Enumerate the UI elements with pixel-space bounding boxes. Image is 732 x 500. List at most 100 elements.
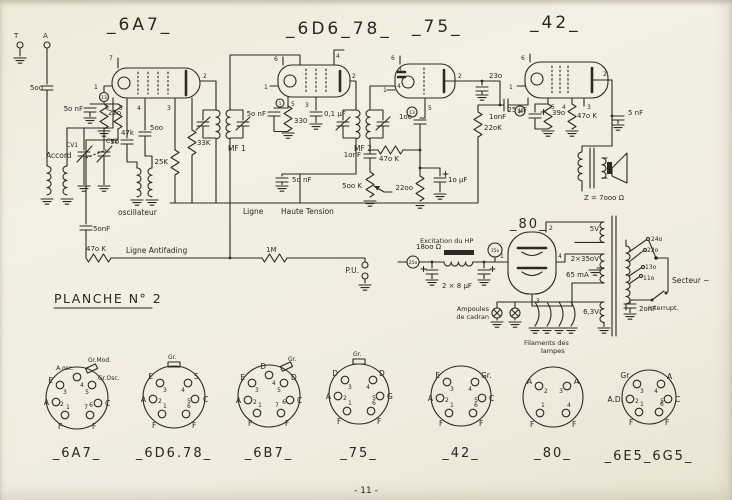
- socket-pin-label: E: [148, 372, 153, 381]
- socket-pin-num: 6: [372, 400, 376, 407]
- value-6d6-screen-cap: 0,1 µF: [324, 110, 346, 118]
- speaker-section: Z = 7ooo Ω: [577, 147, 628, 202]
- value-choke: 18oo Ω: [416, 243, 442, 251]
- socket-pin-num: 3: [559, 388, 563, 395]
- page-number: - 11 -: [354, 486, 378, 496]
- rectifier-section: 25o 35o _80_ 2 1 4 3 Excitation du HP 18…: [397, 217, 605, 307]
- value-tap-130: 13o: [645, 264, 657, 271]
- socket-pin-label: A: [44, 398, 50, 407]
- socket-6b7: Gr. 4 D 3 E 5 D 2 A 6 C 1 F 7 F _6B7_: [236, 356, 302, 461]
- value-42-bias-cap: 25 µF: [507, 106, 527, 114]
- tube-6d6-title: _6D6_78_: [285, 19, 392, 39]
- socket-pin-label: F: [665, 418, 669, 427]
- socket-pin-num: 4: [181, 387, 185, 394]
- value-det-res: 47o K: [379, 155, 399, 163]
- socket-pin-num: 4: [468, 386, 472, 393]
- pin-6a7: 3: [167, 105, 171, 112]
- heater-section: Ampoules de cadran Filaments des lampes: [456, 301, 578, 355]
- ht-line-section: Ligne Haute Tension 5o nF: [169, 173, 479, 216]
- value-tap-220: 22o: [647, 247, 659, 254]
- tube-75-title: _75_: [411, 17, 463, 37]
- label-interrupteur: Interrupt.: [648, 304, 679, 312]
- socket-title: _6D6.78_: [135, 446, 212, 461]
- socket-pin-label: A.osc.: [56, 365, 74, 372]
- tube-6a7-title: _6A7_: [106, 15, 172, 35]
- label-ligne-ht1: Ligne: [243, 207, 264, 216]
- socket-pin-label: A: [428, 394, 434, 403]
- socket-pin-num: 1: [450, 402, 454, 409]
- value-line-cap: 2onF: [639, 305, 656, 313]
- socket-pin-label: F: [92, 422, 96, 431]
- socket-pin-num: 5: [474, 397, 478, 404]
- socket-pin-num: 4: [567, 402, 571, 409]
- socket-pin-label: C: [489, 394, 494, 403]
- socket-pin-num: 4: [366, 384, 370, 391]
- pin-42: 1: [509, 84, 513, 91]
- socket-pin-num: 5: [660, 398, 664, 405]
- socket-pin-label: A: [236, 396, 242, 405]
- socket-pin-num: 1: [258, 402, 262, 409]
- pin-42: 4: [562, 104, 566, 111]
- value-winding-63v: 6,3V: [583, 308, 599, 316]
- terminal-a-label: A: [43, 32, 48, 40]
- socket-6a7: Gr.Mod. 4 A.osc. 3 E 5 Gr.Osc. 2 A 6 C 1…: [44, 357, 120, 461]
- socket-pin-label: G: [387, 392, 393, 401]
- socket-title: _6B7_: [244, 446, 293, 461]
- label-ligne-antifading: Ligne Antifading: [126, 246, 188, 255]
- label-secteur: Secteur ~: [672, 276, 710, 285]
- pin-75: 3: [398, 67, 402, 74]
- value-cv2: CV2: [106, 138, 118, 145]
- pin-75: 4: [397, 83, 401, 90]
- socket-pin-label: D: [332, 369, 338, 378]
- socket-title: _80_: [533, 446, 572, 461]
- socket-pin-label: E: [48, 376, 53, 385]
- socket-42: 4 Gr. 3 E 2 A 5 C 1 F 6 F _42_: [428, 365, 494, 461]
- pin-42: 2: [603, 71, 607, 78]
- pin-6a7: 2: [203, 73, 207, 80]
- socket-cap-label: Gr.: [168, 354, 177, 361]
- socket-pin-label: A.D.: [607, 395, 623, 404]
- socket-title: _75_: [339, 446, 378, 461]
- socket-pin-label: F: [629, 418, 633, 427]
- mf1-transformer: MF 1: [195, 54, 301, 259]
- coupling-section: 16 23o 1onF 22oK: [473, 72, 529, 204]
- tube-6a7: 13 _6A7_ 7 1 6 5 4 3 2 5o nF 22o 47k: [64, 15, 217, 259]
- pin-6d6: 6: [274, 56, 278, 63]
- socket-pin-label: F: [152, 421, 156, 430]
- value-42-grid-res: 22oK: [484, 124, 502, 132]
- socket-pin-num: 2: [158, 398, 162, 405]
- socket-pin-num: 2: [544, 388, 548, 395]
- label-ligne-ht2: Haute Tension: [281, 207, 334, 216]
- voltage-42: 16: [517, 109, 523, 115]
- label-ampoules-2: de cadran: [456, 313, 489, 321]
- socket-pin-num: 5: [85, 389, 89, 396]
- value-pu-res: 1M: [266, 246, 277, 254]
- socket-pin-label: F: [337, 417, 341, 426]
- socket-pin-num: 6: [282, 399, 286, 406]
- socket-pin-num: 6: [660, 401, 664, 408]
- socket-pin-label: D: [260, 362, 266, 371]
- pin-80: 1: [500, 253, 504, 260]
- label-accord: Accord: [46, 151, 72, 160]
- socket-pin-label: F: [377, 417, 381, 426]
- socket-pin-num: 6: [187, 403, 191, 410]
- pin-42: 5: [551, 104, 555, 111]
- socket-75: Gr. 4 D 3 D 2 A 5 G 1 F 6 F _75_: [326, 351, 393, 461]
- socket-pin-label: A: [667, 372, 673, 381]
- terminal-pu-label: P.U.: [345, 266, 359, 275]
- label-excitation-hp: Excitation du HP: [420, 237, 473, 245]
- value-6d6-res: 330: [294, 117, 307, 125]
- socket-pin-label: C: [203, 395, 208, 404]
- socket-pin-label: Gr.: [481, 371, 492, 380]
- voltage-350: 35o: [491, 248, 500, 254]
- value-avc-cap: 5onF: [93, 225, 110, 233]
- pin-80: 4: [558, 253, 562, 260]
- value-ht-cap: 5o nF: [292, 176, 311, 184]
- antenna-section: T A 5oo Accord CV1 CV2: [13, 32, 118, 205]
- socket-pin-num: 1: [163, 403, 167, 410]
- socket-pin-num: 7: [275, 402, 279, 409]
- tube-75: 13 _75_ 6 3 1 4 5 2 1oo 47o K 1onF 5oo K…: [342, 17, 501, 209]
- pin-75: 6: [391, 55, 395, 62]
- socket-pin-num: 4: [654, 388, 658, 395]
- oscillator-section: 5o 5oo 25K 33K oscillateur: [110, 97, 211, 217]
